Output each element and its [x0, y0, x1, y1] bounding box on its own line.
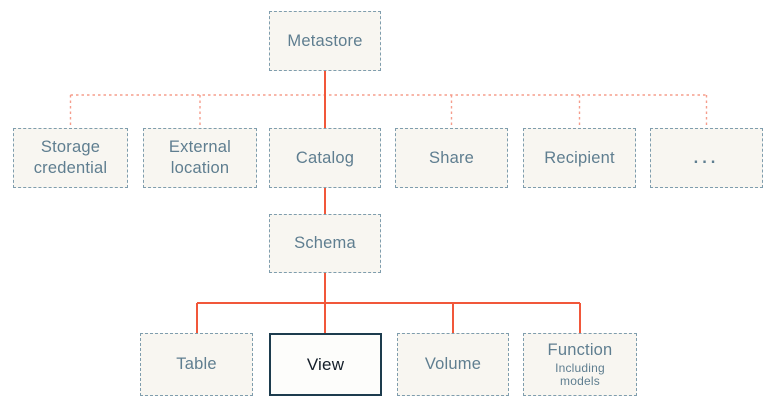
node-function: Function Including models: [523, 333, 637, 396]
node-recipient-label: Recipient: [544, 148, 615, 167]
node-storage-credential-label: Storage credential: [33, 138, 108, 177]
node-metastore-label: Metastore: [287, 31, 363, 50]
node-storage-credential: Storage credential: [13, 128, 128, 188]
node-external-location: External location: [143, 128, 257, 188]
node-volume-label: Volume: [424, 355, 482, 374]
node-external-location-label: External location: [168, 138, 232, 177]
node-catalog: Catalog: [269, 128, 381, 188]
node-schema-label: Schema: [294, 234, 356, 253]
node-share: Share: [395, 128, 508, 188]
node-metastore: Metastore: [269, 11, 381, 71]
node-function-label: Function: [547, 340, 613, 359]
node-share-label: Share: [428, 148, 475, 167]
node-schema: Schema: [269, 214, 381, 273]
node-ellipsis: ...: [650, 128, 763, 188]
node-volume: Volume: [397, 333, 509, 396]
node-view-label: View: [306, 354, 345, 374]
node-function-sublabel: Including models: [555, 360, 605, 389]
node-view: View: [269, 333, 382, 396]
node-table-label: Table: [176, 355, 217, 374]
node-recipient: Recipient: [523, 128, 636, 188]
node-ellipsis-label: ...: [693, 148, 720, 167]
node-catalog-label: Catalog: [295, 148, 355, 167]
node-table: Table: [140, 333, 253, 396]
